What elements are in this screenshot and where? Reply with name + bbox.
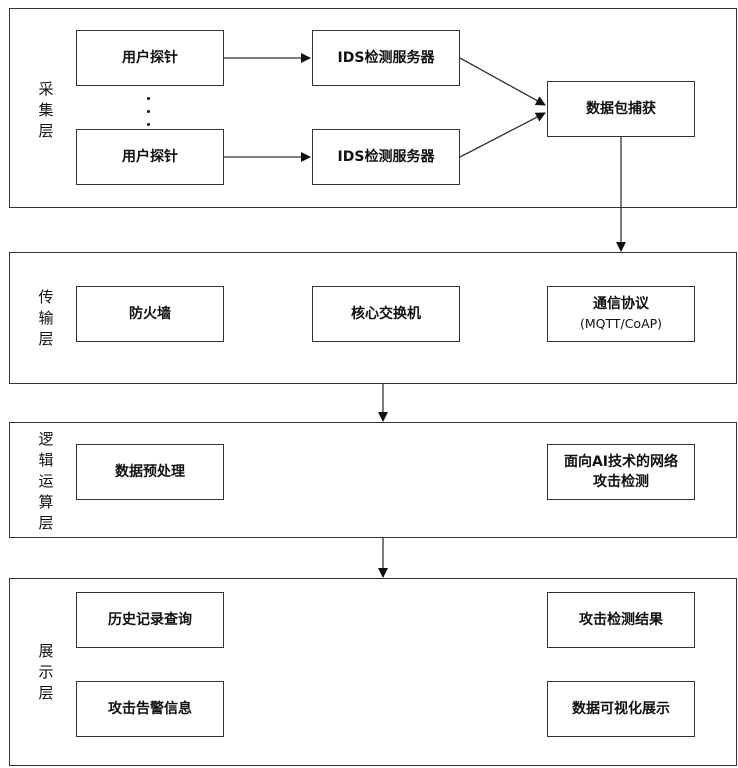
firewall-box: 防火墙 <box>76 286 224 342</box>
logic-layer-label: 逻辑运算层 <box>38 430 54 532</box>
ids-server-label-1: IDS检测服务器 <box>337 50 435 66</box>
firewall-label: 防火墙 <box>129 306 171 322</box>
preprocess-box: 数据预处理 <box>76 444 224 500</box>
protocol-sublabel: (MQTT/CoAP) <box>579 316 663 331</box>
ids-server-box-1: IDS检测服务器 <box>312 30 460 86</box>
ellipsis-dot <box>147 97 150 100</box>
display-layer-label: 展示层 <box>38 642 54 702</box>
visualization-box: 数据可视化展示 <box>547 681 695 737</box>
detection-result-box: 攻击检测结果 <box>547 592 695 648</box>
ids-server-box-2: IDS检测服务器 <box>312 129 460 185</box>
user-probe-box-2: 用户探针 <box>76 129 224 185</box>
ellipsis-dot <box>147 110 150 113</box>
core-switch-box: 核心交换机 <box>312 286 460 342</box>
arrow-ids2-to-capture <box>459 112 546 158</box>
core-switch-label: 核心交换机 <box>351 306 421 322</box>
attack-alert-label: 攻击告警信息 <box>108 701 192 717</box>
visualization-label: 数据可视化展示 <box>572 701 670 717</box>
protocol-label: 通信协议 <box>593 296 649 312</box>
detection-result-label: 攻击检测结果 <box>579 612 663 628</box>
user-probe-label-2: 用户探针 <box>122 149 178 165</box>
user-probe-box-1: 用户探针 <box>76 30 224 86</box>
user-probe-label-1: 用户探针 <box>122 50 178 66</box>
history-label: 历史记录查询 <box>108 612 192 628</box>
ellipsis-dot <box>147 123 150 126</box>
ai-detection-label-line2: 攻击检测 <box>593 474 649 490</box>
ai-detection-label-line1: 面向AI技术的网络 <box>563 454 679 470</box>
arrow-ids1-to-capture <box>459 57 546 106</box>
packet-capture-box: 数据包捕获 <box>547 81 695 137</box>
protocol-box: 通信协议 (MQTT/CoAP) <box>547 286 695 342</box>
packet-capture-label: 数据包捕获 <box>586 101 656 117</box>
history-box: 历史记录查询 <box>76 592 224 648</box>
transport-layer-label: 传输层 <box>38 288 54 348</box>
ai-detection-box: 面向AI技术的网络 攻击检测 <box>547 444 695 500</box>
collection-layer-label: 采集层 <box>38 80 54 140</box>
attack-alert-box: 攻击告警信息 <box>76 681 224 737</box>
ids-server-label-2: IDS检测服务器 <box>337 149 435 165</box>
preprocess-label: 数据预处理 <box>115 464 185 480</box>
